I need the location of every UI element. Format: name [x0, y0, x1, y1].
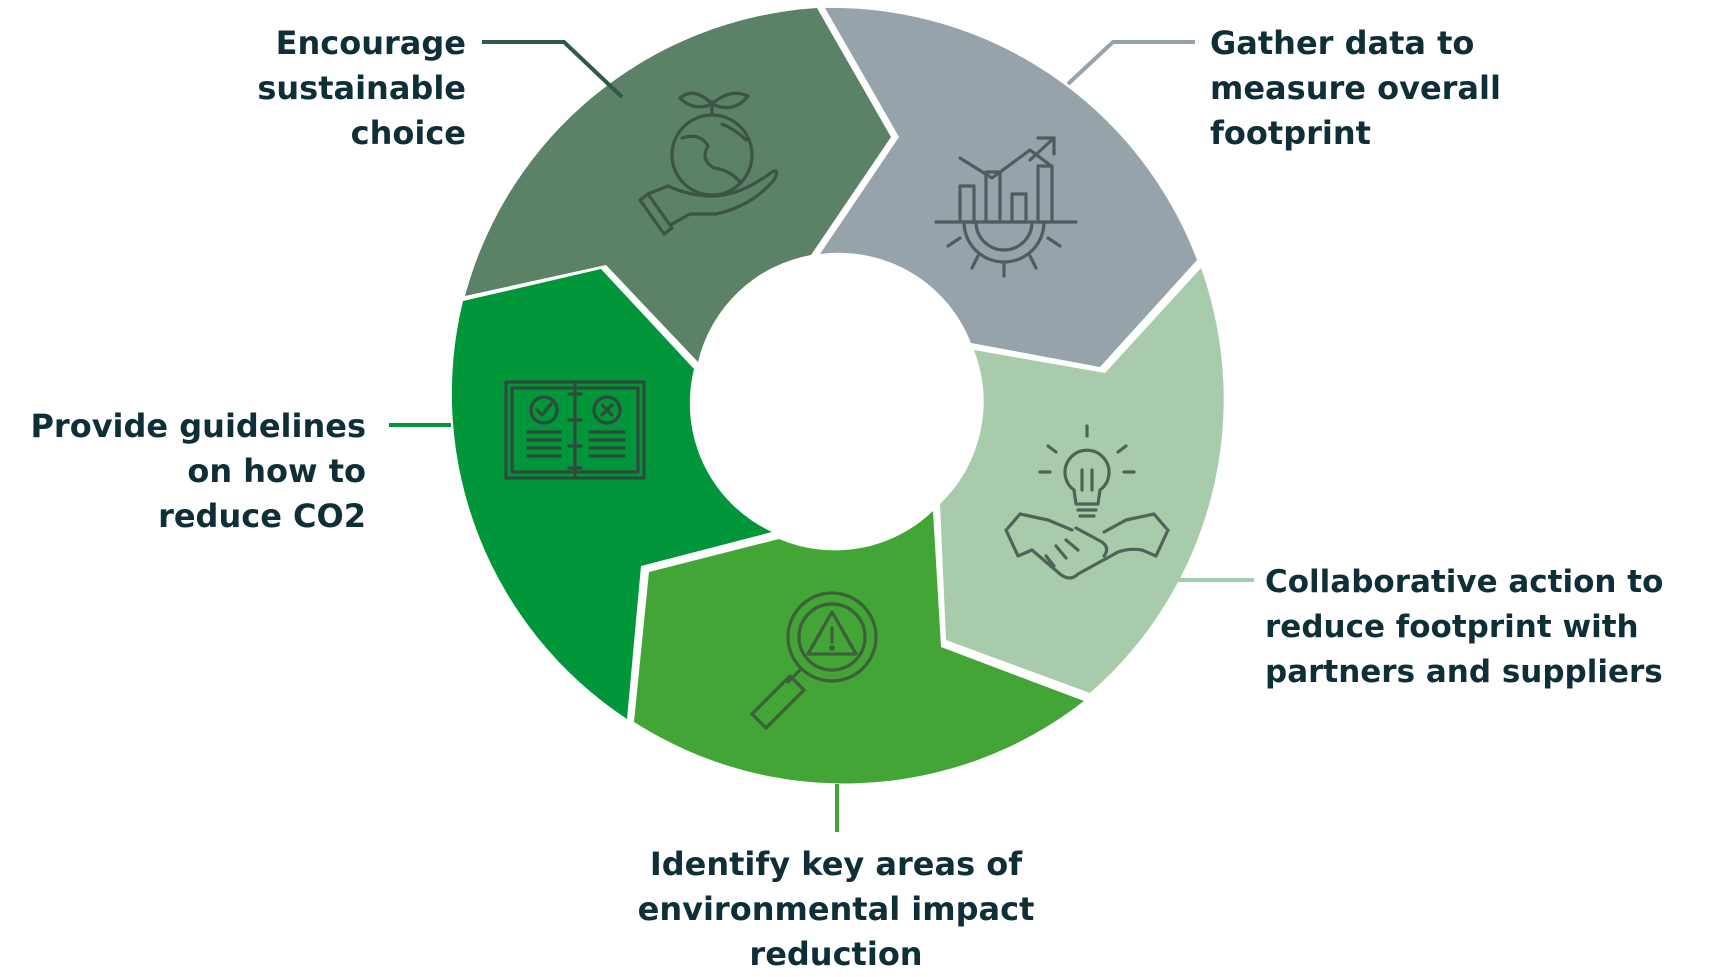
- segment-encourage: [465, 8, 891, 362]
- label-identify: Identify key areas of environmental impa…: [637, 845, 1035, 973]
- label-guidelines: Provide guidelines on how to reduce CO2: [30, 407, 366, 535]
- label-collaborate: Collaborative action to reduce footprint…: [1265, 564, 1664, 690]
- segment-identify: [634, 511, 1084, 784]
- handshake-lightbulb-icon: [1004, 424, 1170, 580]
- label-gather: Gather data to measure overall footprint: [1210, 24, 1501, 152]
- checklist-book-icon: [504, 380, 646, 480]
- connector-encourage: [482, 40, 624, 99]
- magnifier-warning-icon: [750, 591, 878, 730]
- label-encourage: Encourage sustainable choice: [257, 24, 466, 152]
- segment-gather: [820, 7, 1197, 368]
- globe-plant-hand-icon: [638, 91, 779, 236]
- chart-gear-icon: [934, 136, 1078, 278]
- connector-gather: [1066, 40, 1195, 86]
